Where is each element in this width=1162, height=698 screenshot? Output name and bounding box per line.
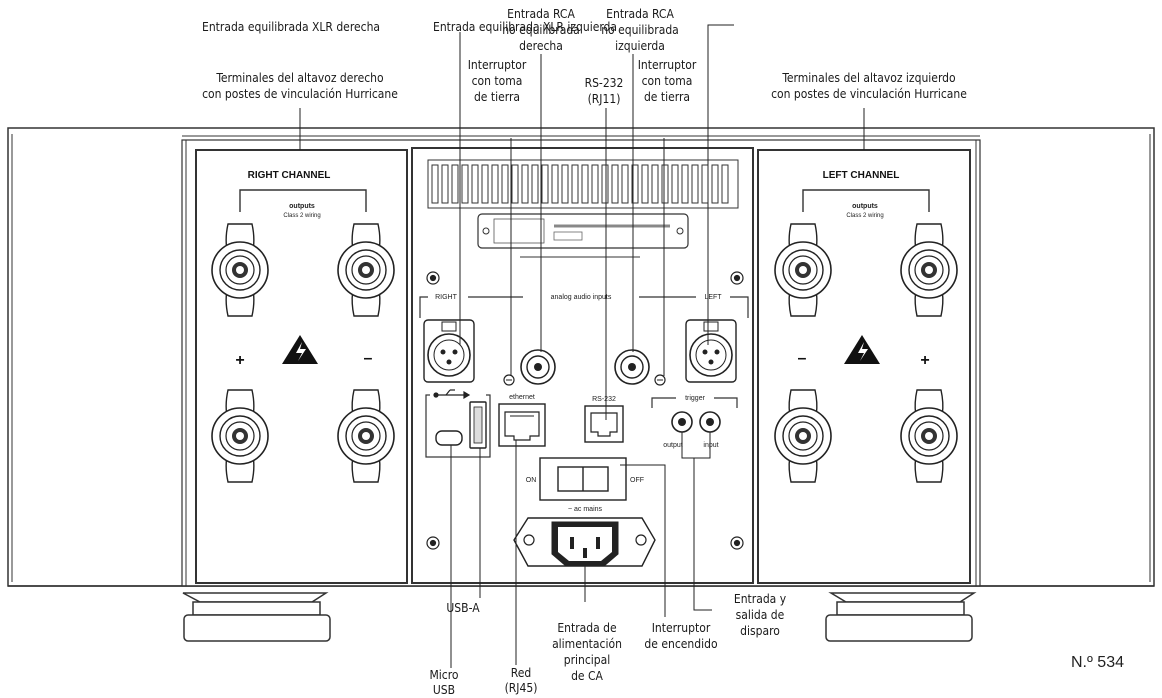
ground-right-callout-line2: con toma [472, 74, 523, 88]
micro-usb-callout-line1: Micro [429, 668, 458, 682]
usb-a-callout: USB-A [446, 601, 480, 615]
rs232-callout-line1: RS-232 [585, 76, 624, 90]
trigger-input-label: input [703, 442, 718, 449]
inputs-right-label: RIGHT [435, 294, 458, 301]
screw [426, 271, 744, 550]
model-plate [477, 213, 689, 258]
left-foot [182, 592, 331, 642]
center-panel: RIGHT analog audio inputs LEFT [411, 147, 754, 584]
usb-icon [433, 389, 471, 400]
trigger-callout-line1: Entrada y [734, 592, 787, 606]
callout-labels: Entrada equilibrada XLR derecha Entrada … [202, 7, 967, 697]
rca-left-callout-line2: no equilibrada [601, 23, 679, 37]
mains-callout-line1: Entrada de [557, 621, 617, 635]
trigger-group: trigger output input [651, 392, 738, 449]
xlr-right-connector [423, 319, 475, 383]
ethernet-port: ethernet [498, 394, 546, 447]
minus-sign: – [364, 350, 373, 367]
class2-label: Class 2 wiring [846, 213, 883, 219]
plus-sign: + [920, 352, 929, 369]
binding-post [900, 223, 958, 317]
analog-inputs-label: analog audio inputs [551, 294, 612, 301]
ground-left-callout-line1: Interruptor [638, 58, 697, 72]
power-switch: ON OFF [526, 457, 644, 501]
trigger-callout-line3: disparo [740, 624, 780, 638]
rca-left-callout-line1: Entrada RCA [606, 7, 674, 21]
callout-lines [299, 24, 865, 668]
speaker-right-callout-line1: Terminales del altavoz derecho [215, 71, 384, 85]
rca-left-callout-line3: izquierda [615, 39, 665, 53]
ground-left-callout-line3: de tierra [644, 90, 690, 104]
xlr-right-callout: Entrada equilibrada XLR derecha [202, 20, 380, 34]
micro-usb-port [435, 430, 463, 446]
outputs-label: outputs [852, 203, 878, 210]
ground-switch-left [654, 374, 666, 386]
hazard-icon [282, 335, 318, 364]
inputs-left-label: LEFT [704, 294, 722, 301]
binding-post [211, 389, 269, 483]
ac-mains-label: ~ ac mains [568, 506, 603, 513]
rca-right-callout-line1: Entrada RCA [507, 7, 575, 21]
rca-left-connector [614, 349, 650, 385]
ethernet-label: ethernet [509, 394, 535, 401]
ground-left-callout-line2: con toma [642, 74, 693, 88]
minus-sign: – [798, 350, 807, 367]
rs232-callout-line2: (RJ11) [588, 92, 621, 106]
right-foot [825, 592, 977, 642]
trigger-label: trigger [685, 395, 706, 402]
rca-right-callout-line3: derecha [519, 39, 563, 53]
binding-post [900, 389, 958, 483]
power-switch-callout-line2: de encendido [644, 637, 718, 651]
mains-callout-line2: alimentación [552, 637, 622, 651]
rs232-port-label: RS-232 [592, 396, 616, 403]
rca-right-connector [520, 349, 556, 385]
binding-post [774, 389, 832, 483]
mains-callout-line4: de CA [571, 669, 603, 683]
binding-post [211, 223, 269, 317]
network-callout-line1: Red [511, 666, 531, 680]
left-channel-plate: LEFT CHANNEL outputs Class 2 wiring – + [757, 149, 971, 584]
mains-callout-line3: principal [564, 653, 611, 667]
ventilation-grille [427, 159, 739, 209]
hazard-icon [844, 335, 880, 364]
right-channel-plate: RIGHT CHANNEL outputs Class 2 wiring + – [195, 149, 408, 584]
outputs-label: outputs [289, 203, 315, 210]
ground-switch-right [503, 374, 515, 386]
rs232-port: RS-232 [584, 396, 624, 443]
binding-post [337, 223, 395, 317]
trigger-callout-line2: salida de [736, 608, 785, 622]
binding-post [337, 389, 395, 483]
speaker-left-callout-line2: con postes de vinculación Hurricane [771, 87, 967, 101]
speaker-left-callout-line1: Terminales del altavoz izquierdo [781, 71, 956, 85]
trigger-output-label: output [663, 442, 683, 449]
plus-sign: + [235, 352, 244, 369]
ac-mains-inlet: ~ ac mains [513, 506, 656, 567]
figure-number: N.º 534 [1071, 654, 1124, 671]
right-channel-label: RIGHT CHANNEL [248, 170, 331, 181]
rca-right-callout-line2: no equilibrada [502, 23, 580, 37]
on-label: ON [526, 477, 537, 484]
left-channel-label: LEFT CHANNEL [823, 170, 900, 181]
off-label: OFF [630, 477, 644, 484]
network-callout-line2: (RJ45) [505, 681, 538, 695]
binding-post [774, 223, 832, 317]
power-switch-callout-line1: Interruptor [652, 621, 711, 635]
xlr-left-connector [685, 319, 737, 383]
class2-label: Class 2 wiring [283, 213, 320, 219]
xlr-left-callout: Entrada equilibrada XLR izquierda [433, 20, 617, 34]
ground-right-callout-line3: de tierra [474, 90, 520, 104]
ground-right-callout-line1: Interruptor [468, 58, 527, 72]
micro-usb-callout-line2: USB [433, 683, 455, 697]
usb-group [425, 389, 491, 458]
speaker-right-callout-line2: con postes de vinculación Hurricane [202, 87, 398, 101]
